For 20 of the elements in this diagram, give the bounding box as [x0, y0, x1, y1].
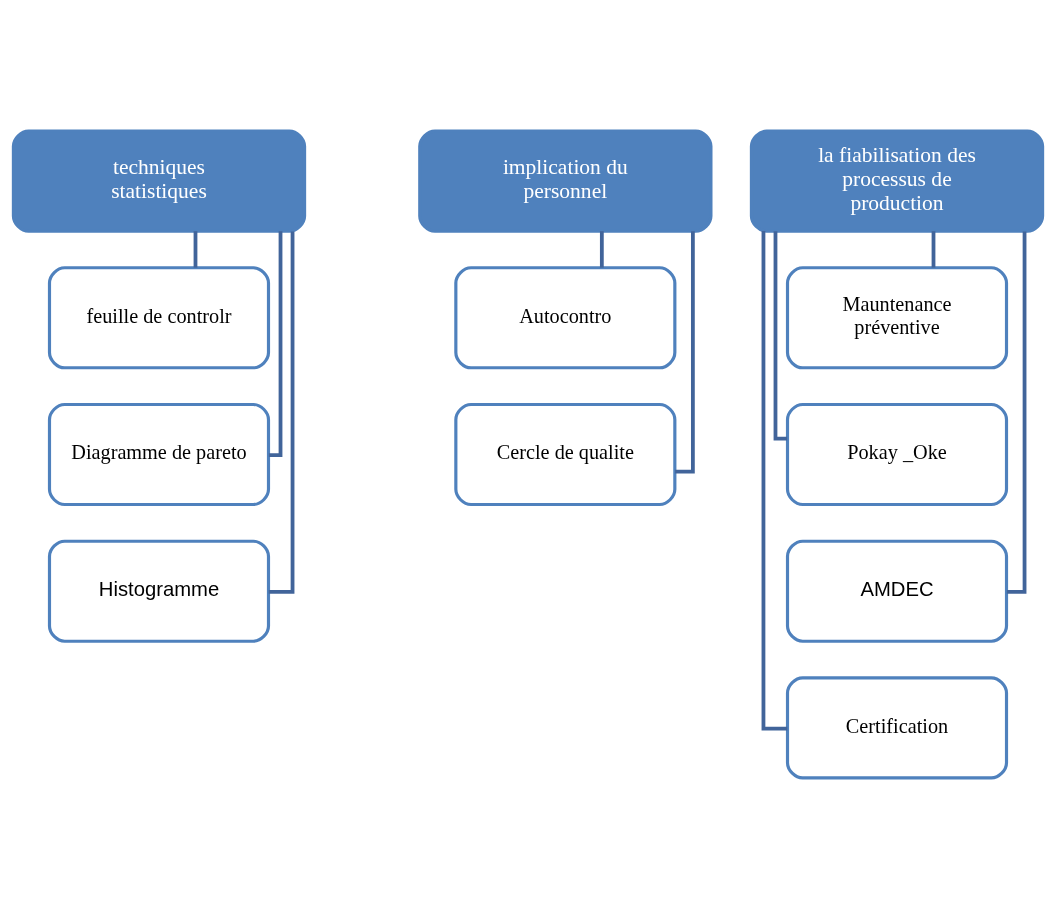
node-box: Diagramme de pareto: [47, 402, 271, 507]
connector: [268, 231, 283, 458]
node-box: Mauntenance préventive: [785, 266, 1009, 370]
node-box: Pokay _Oke: [785, 402, 1009, 507]
connector: [1006, 231, 1027, 594]
node-box: la fiabilisation des processus de production: [749, 129, 1045, 233]
node-box: Histogramme: [47, 539, 271, 643]
node-box: feuille de controlr: [47, 266, 271, 370]
connector: [931, 231, 936, 268]
connector: [599, 231, 604, 268]
connector: [193, 231, 198, 268]
node-box: Autocontro: [454, 266, 677, 370]
connector: [773, 231, 788, 441]
node-box: techniques statistiques: [11, 129, 307, 233]
node-box: implication du personnel: [418, 129, 713, 233]
node-box: Cercle de qualite: [454, 402, 677, 507]
node-box: Certification: [785, 676, 1009, 780]
node-box: AMDEC: [785, 539, 1009, 643]
connector: [268, 231, 295, 594]
connector: [675, 231, 695, 474]
